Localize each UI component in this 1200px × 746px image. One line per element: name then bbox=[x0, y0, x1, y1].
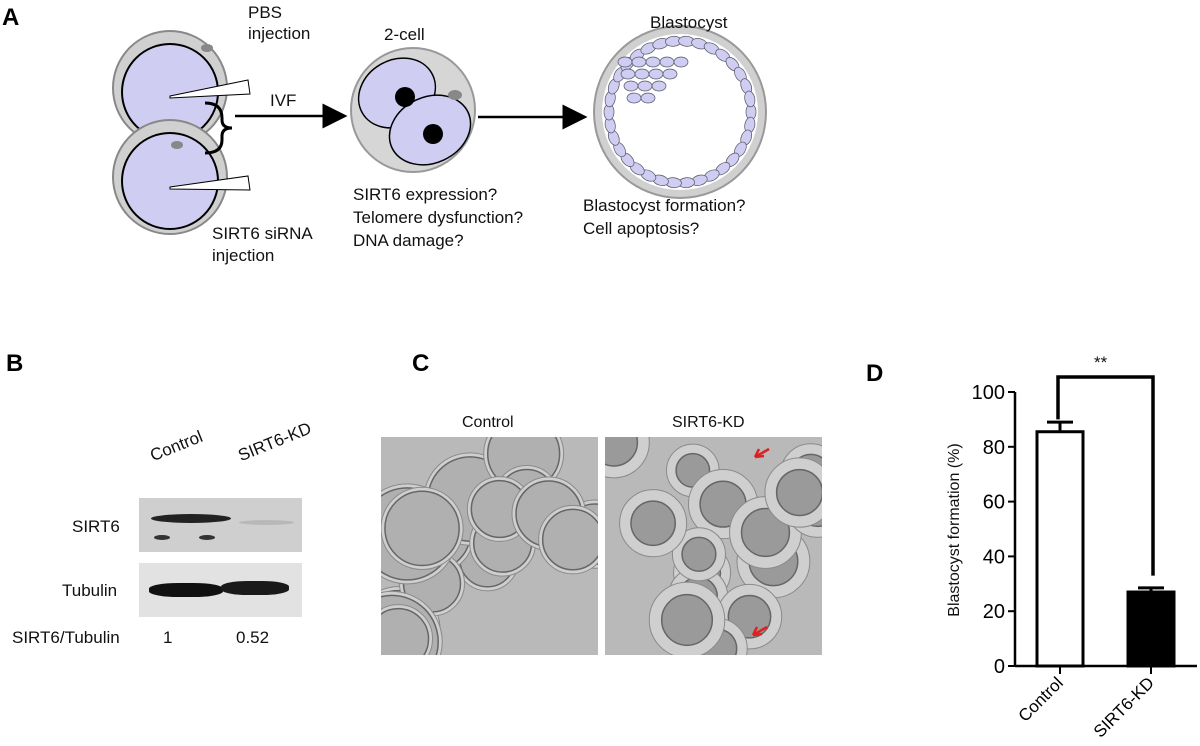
red-arrow-icon bbox=[753, 447, 770, 459]
micrograph-sirt6-kd bbox=[605, 437, 822, 655]
embryo bbox=[764, 457, 822, 528]
ivf-label: IVF bbox=[270, 91, 297, 110]
y-tick-label: 100 bbox=[972, 382, 1005, 404]
y-tick-label: 60 bbox=[983, 492, 1005, 514]
significance-label: ** bbox=[1094, 353, 1108, 372]
y-tick-label: 20 bbox=[983, 601, 1005, 623]
panel-label-b: B bbox=[6, 350, 24, 377]
embryo bbox=[381, 486, 464, 570]
inner-cell-mass-cell bbox=[651, 80, 667, 92]
embryo bbox=[605, 437, 650, 479]
inner-cell-mass-cell bbox=[640, 92, 656, 104]
embryo bbox=[619, 489, 688, 558]
image-label-control: Control bbox=[462, 414, 514, 431]
inner-cell-mass-cell bbox=[673, 56, 689, 68]
bar-Control bbox=[1035, 430, 1085, 668]
question: SIRT6 expression? bbox=[353, 185, 498, 204]
red-arrow-icon bbox=[751, 625, 768, 637]
row-label-tubulin: Tubulin bbox=[62, 581, 118, 600]
ratio-label: SIRT6/Tubulin bbox=[12, 628, 120, 647]
embryo bbox=[381, 604, 434, 655]
row-label-sirt6: SIRT6 bbox=[72, 517, 120, 536]
image-label-kd: SIRT6-KD bbox=[672, 414, 745, 431]
pbs-label-1: PBS bbox=[248, 3, 283, 22]
significance-bracket bbox=[1056, 375, 1155, 576]
micrograph-control bbox=[381, 437, 598, 655]
x-tick-label: SIRT6-KD bbox=[1090, 673, 1158, 741]
sirna-label-1: SIRT6 siRNA bbox=[212, 224, 313, 243]
blastocyst-label: Blastocyst bbox=[650, 13, 728, 32]
y-tick-label: 0 bbox=[994, 656, 1005, 678]
oocyte-pbs bbox=[112, 30, 251, 146]
question: Blastocyst formation? bbox=[583, 196, 746, 215]
brace bbox=[204, 101, 233, 155]
embryo bbox=[648, 581, 726, 655]
sirna-label-2: injection bbox=[212, 246, 275, 265]
x-tick-label: Control bbox=[1015, 673, 1067, 725]
panel-label-c: C bbox=[412, 350, 430, 377]
embryo bbox=[538, 504, 598, 575]
y-tick-label: 40 bbox=[983, 546, 1005, 568]
question: Telomere dysfunction? bbox=[353, 208, 524, 227]
embryo bbox=[671, 527, 726, 582]
trophectoderm-cell bbox=[744, 90, 756, 108]
blot-sirt6 bbox=[139, 498, 302, 552]
question: Cell apoptosis? bbox=[583, 219, 700, 238]
pbs-label-2: injection bbox=[248, 24, 311, 43]
bar-SIRT6-KD bbox=[1126, 590, 1176, 668]
inner-cell-mass-cell bbox=[662, 68, 678, 80]
panel-label-d: D bbox=[866, 360, 884, 387]
y-axis-label: Blastocyst formation (%) bbox=[946, 443, 963, 617]
ratio-kd: 0.52 bbox=[236, 628, 270, 647]
blot-tubulin bbox=[139, 563, 302, 617]
blastocyst-embryo bbox=[593, 25, 767, 199]
ratio-control: 1 bbox=[163, 628, 173, 647]
oocyte-sirna bbox=[112, 119, 251, 235]
question: DNA damage? bbox=[353, 231, 464, 250]
panel-label-a: A bbox=[2, 4, 20, 31]
y-tick-label: 80 bbox=[983, 437, 1005, 459]
two-cell-label: 2-cell bbox=[384, 25, 425, 44]
two-cell-embryo bbox=[350, 47, 476, 173]
